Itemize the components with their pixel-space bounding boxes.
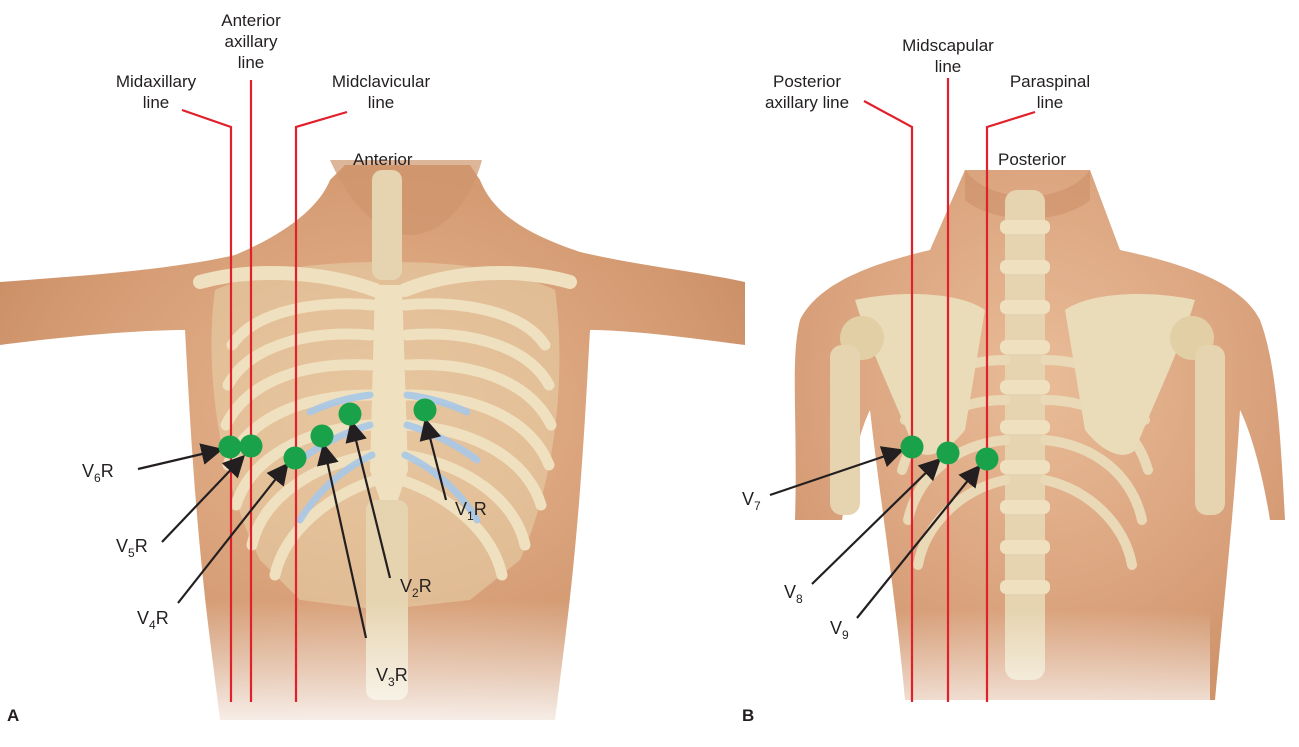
panel-letter-b: B: [742, 706, 754, 726]
electrode-v8: [937, 442, 960, 465]
lead-label-v4r: V4R: [137, 608, 169, 628]
electrode-v5r: [240, 435, 263, 458]
label-midclavicular-line: Midclavicular line: [316, 71, 446, 113]
label-midaxillary-line: Midaxillary line: [106, 71, 206, 113]
lead-label-v5r: V5R: [116, 536, 148, 556]
electrode-v7: [901, 436, 924, 459]
label-paraspinal-line: Paraspinal line: [1000, 71, 1100, 113]
lead-label-v3r: V3R: [376, 665, 408, 685]
electrode-v9: [976, 448, 999, 471]
lead-label-v1r: V1R: [455, 499, 487, 519]
view-title-posterior: Posterior: [998, 150, 1066, 170]
lead-label-v9: V9: [830, 618, 849, 638]
label-posterior-axillary-line: Posterior axillary line: [748, 71, 866, 113]
panel-letter-a: A: [7, 706, 19, 726]
anterior-torso: [0, 160, 745, 742]
label-midscapular-line: Midscapular line: [884, 35, 1012, 77]
view-title-anterior: Anterior: [353, 150, 413, 170]
electrode-v3r: [311, 425, 334, 448]
lead-label-v8: V8: [784, 582, 803, 602]
posterior-torso: [795, 170, 1285, 742]
label-anterior-axillary-line: Anterior axillary line: [199, 10, 303, 73]
lead-label-v6r: V6R: [82, 461, 114, 481]
lead-label-v7: V7: [742, 489, 761, 509]
electrode-v6r: [219, 436, 242, 459]
electrode-v4r: [284, 447, 307, 470]
lead-label-v2r: V2R: [400, 576, 432, 596]
electrode-v2r: [339, 403, 362, 426]
electrode-v1r: [414, 399, 437, 422]
